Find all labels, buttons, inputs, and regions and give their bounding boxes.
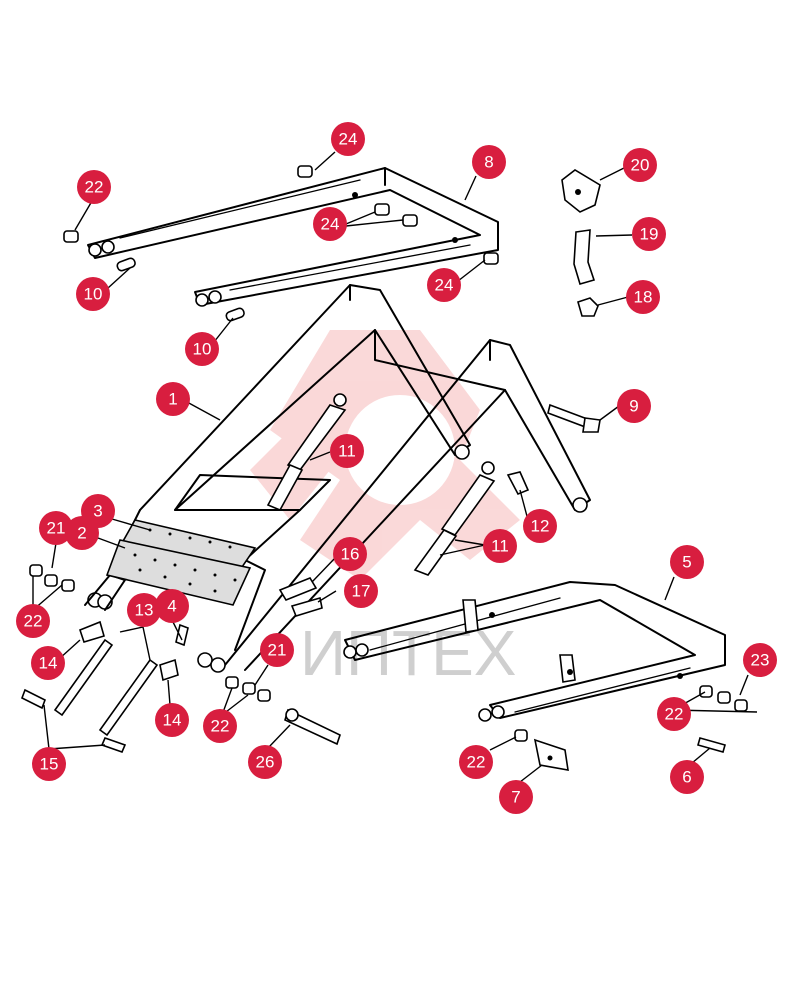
upper-fork-frame: [87, 167, 499, 307]
callout-26[interactable]: 26: [248, 745, 282, 779]
callout-22[interactable]: 22: [657, 697, 691, 731]
svg-text:16: 16: [341, 545, 360, 564]
bracket-19: [573, 229, 596, 285]
svg-text:5: 5: [682, 553, 691, 572]
svg-text:17: 17: [352, 582, 371, 601]
svg-text:26: 26: [256, 753, 275, 772]
bushings: [29, 564, 748, 742]
svg-text:11: 11: [338, 442, 356, 461]
svg-text:7: 7: [511, 788, 520, 807]
cylinders: [266, 393, 496, 576]
callout-1[interactable]: 1: [156, 382, 190, 416]
clips-16-17: [278, 577, 323, 617]
watermark-logo: [250, 330, 520, 580]
svg-text:18: 18: [634, 288, 653, 307]
callout-16[interactable]: 16: [333, 537, 367, 571]
svg-text:9: 9: [629, 397, 638, 416]
callout-21[interactable]: 21: [39, 511, 73, 545]
callout-6[interactable]: 6: [670, 760, 704, 794]
svg-text:24: 24: [321, 215, 340, 234]
callout-11[interactable]: 11: [330, 434, 364, 468]
pin-9: [547, 403, 601, 433]
svg-text:24: 24: [339, 130, 358, 149]
svg-text:4: 4: [167, 597, 176, 616]
svg-text:8: 8: [484, 153, 493, 172]
lower-fork-frame: [343, 581, 726, 722]
callout-9[interactable]: 9: [617, 389, 651, 423]
svg-text:22: 22: [85, 178, 104, 197]
callout-21[interactable]: 21: [260, 633, 294, 667]
svg-text:6: 6: [682, 768, 691, 787]
svg-text:10: 10: [193, 340, 212, 359]
callouts: 24 22 8 20 24 19 10 24 18 10 1 9 11 3 12…: [16, 122, 777, 814]
svg-text:1: 1: [168, 390, 177, 409]
links: [20, 620, 189, 754]
callout-4[interactable]: 4: [155, 589, 189, 623]
svg-text:10: 10: [84, 285, 103, 304]
callout-22[interactable]: 22: [459, 745, 493, 779]
svg-text:22: 22: [24, 612, 43, 631]
callout-14[interactable]: 14: [155, 703, 189, 737]
pin-26: [284, 708, 341, 746]
callout-22[interactable]: 22: [16, 604, 50, 638]
svg-text:21: 21: [268, 641, 287, 660]
callout-24[interactable]: 24: [427, 268, 461, 302]
steps: [105, 519, 257, 606]
callout-15[interactable]: 15: [32, 747, 66, 781]
svg-text:12: 12: [531, 517, 550, 536]
callout-14[interactable]: 14: [31, 646, 65, 680]
svg-text:24: 24: [435, 276, 454, 295]
svg-text:13: 13: [135, 601, 154, 620]
callout-24[interactable]: 24: [313, 207, 347, 241]
svg-text:14: 14: [39, 654, 58, 673]
svg-text:11: 11: [491, 537, 509, 556]
callout-23[interactable]: 23: [743, 643, 777, 677]
callout-10[interactable]: 10: [76, 277, 110, 311]
leader-lines: [32, 151, 758, 783]
callout-20[interactable]: 20: [623, 148, 657, 182]
pin-6: [697, 737, 726, 753]
pin-12: [506, 471, 530, 496]
svg-text:22: 22: [467, 753, 486, 772]
bracket-7: [533, 738, 569, 771]
callout-8[interactable]: 8: [472, 145, 506, 179]
svg-text:22: 22: [665, 705, 684, 724]
svg-text:23: 23: [751, 651, 770, 670]
plate-20: [561, 169, 601, 213]
svg-text:15: 15: [40, 755, 59, 774]
svg-text:22: 22: [211, 717, 230, 736]
callout-24[interactable]: 24: [331, 122, 365, 156]
svg-text:21: 21: [47, 519, 66, 538]
callout-2[interactable]: 2: [65, 516, 99, 550]
svg-text:14: 14: [163, 711, 182, 730]
callout-22[interactable]: 22: [77, 170, 111, 204]
svg-text:20: 20: [631, 156, 650, 175]
callout-13[interactable]: 13: [127, 593, 161, 627]
svg-text:3: 3: [93, 502, 102, 521]
callout-19[interactable]: 19: [632, 217, 666, 251]
callout-17[interactable]: 17: [344, 574, 378, 608]
callout-7[interactable]: 7: [499, 780, 533, 814]
svg-text:19: 19: [640, 225, 659, 244]
callout-10[interactable]: 10: [185, 332, 219, 366]
callout-22[interactable]: 22: [203, 709, 237, 743]
callout-18[interactable]: 18: [626, 280, 660, 314]
callout-12[interactable]: 12: [523, 509, 557, 543]
callout-11[interactable]: 11: [483, 529, 517, 563]
svg-text:2: 2: [77, 524, 86, 543]
callout-5[interactable]: 5: [670, 545, 704, 579]
nut-18: [577, 297, 599, 317]
